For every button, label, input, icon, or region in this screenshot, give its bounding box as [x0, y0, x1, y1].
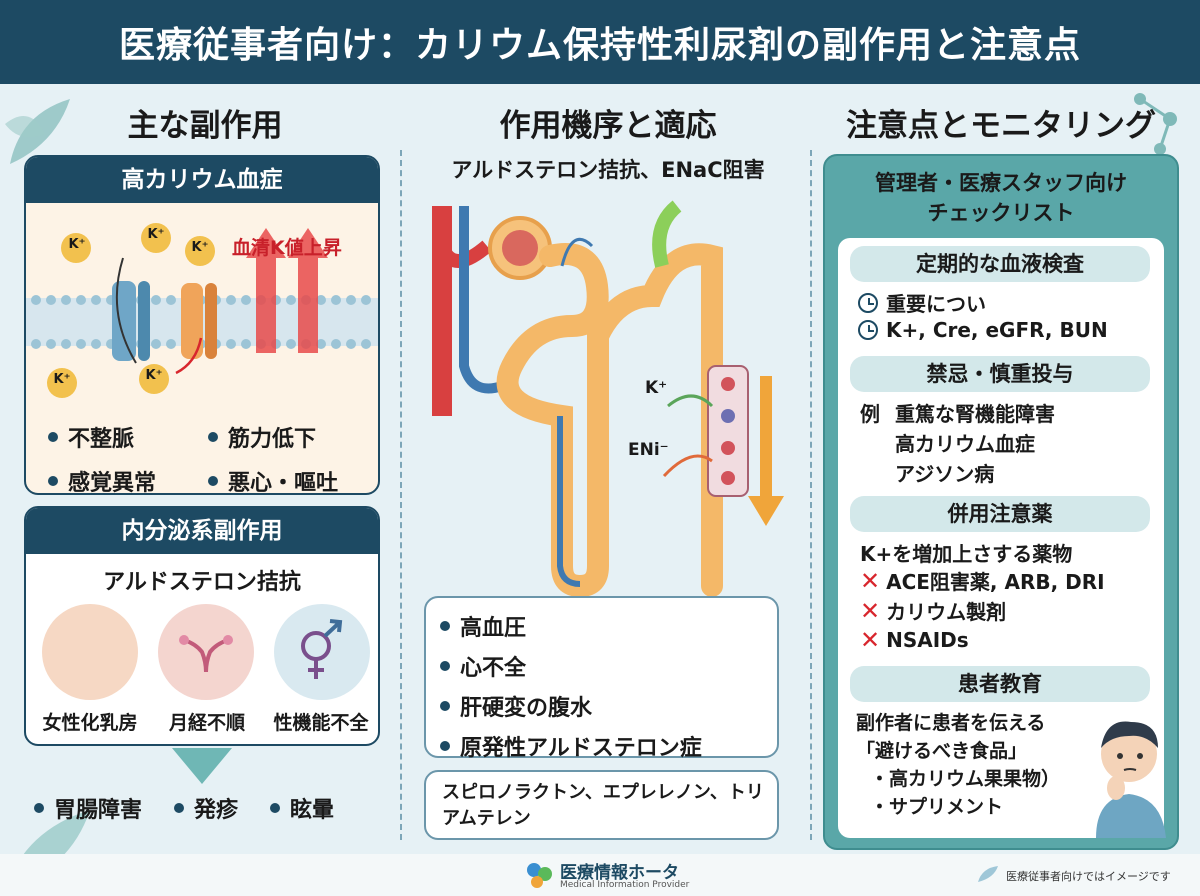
header-bar: 医療従事者向け：カリウム保持性利尿剤の副作用と注意点 — [0, 0, 1200, 84]
nephron-icon — [432, 200, 784, 598]
k-ion-label: K⁺ — [68, 237, 86, 252]
hyperkalemia-heading: 高カリウム血症 — [26, 157, 378, 203]
blood-test-heading: 定期的な血液検査 — [850, 246, 1150, 282]
k-ion-label: K⁺ — [645, 378, 668, 398]
icon-label: 女性化乳房 — [42, 712, 138, 734]
hyperkalemia-card: 高カリウム血症 K⁺ K⁺ K⁺ K⁺ K⁺ 血清K値上昇 不整脈 筋力低下 感… — [24, 155, 380, 495]
k-ion-label: K⁺ — [53, 372, 71, 387]
mechanism-label: アルドステロン拮抗、ENaC阻害 — [451, 158, 765, 182]
education-line: ・サプリメント — [870, 796, 1004, 818]
endocrine-heading: 内分泌系副作用 — [26, 508, 378, 554]
logo-icon — [527, 863, 552, 888]
list-item: 眩暈 — [270, 792, 334, 824]
endocrine-subheading: アルドステロン拮抗 — [103, 570, 301, 595]
down-arrow-icon — [172, 748, 232, 784]
list-item: 心不全 — [440, 650, 770, 682]
list-item: 発疹 — [174, 792, 238, 824]
concomitant-item: ✕NSAIDs — [860, 626, 969, 654]
education-heading: 患者教育 — [850, 666, 1150, 702]
list-item: 高血圧 — [440, 610, 770, 642]
left-column-title: 主な副作用 — [127, 108, 283, 144]
k-ion-label: K⁺ — [191, 240, 209, 255]
uterus-icon — [158, 604, 254, 700]
checklist-title: 管理者・医療スタッフ向け チェックリスト — [875, 171, 1127, 225]
education-line: 「避けるべき食品」 — [856, 740, 1028, 762]
indications-list: 高血圧 心不全 肝硬変の腹水 原発性アルドステロン症 — [440, 610, 770, 762]
contraindication-prefix: 例 — [860, 402, 880, 426]
leaf-decoration-icon — [5, 99, 70, 164]
clock-icon — [858, 320, 878, 340]
uterus-icon — [179, 635, 233, 673]
education-line: 副作者に患者を伝える — [856, 712, 1046, 734]
contraindication-item: 高カリウム血症 — [895, 432, 1035, 456]
list-item: 筋力低下 — [208, 421, 368, 453]
cell-membrane-icon — [26, 223, 378, 398]
footer-note: 医療従事者向けではイメージです — [1006, 870, 1171, 883]
list-item: 不整脈 — [48, 421, 208, 453]
cross-icon: ✕ — [860, 566, 881, 595]
blood-test-item: 重要につい — [858, 288, 986, 317]
indications-box: 高血圧 心不全 肝硬変の腹水 原発性アルドステロン症 — [424, 596, 779, 761]
gender-symbol-icon — [274, 604, 370, 700]
concomitant-item: ✕ACE阻害薬, ARB, DRI — [860, 566, 1105, 595]
icon-label: 性機能不全 — [273, 712, 369, 734]
drug-names: スピロノラクトン、エプレレノン、トリアムテレン — [442, 782, 764, 829]
k-ion-label: K⁺ — [147, 227, 165, 242]
clock-icon — [858, 292, 878, 313]
molecule-decoration-icon — [1134, 93, 1177, 155]
contraindication-item: アジソン病 — [895, 462, 995, 486]
serum-k-rise-label: 血清K値上昇 — [232, 237, 342, 259]
logo-name: 医療情報ホータ — [560, 863, 679, 883]
concomitant-intro: K+を増加上さする薬物 — [860, 542, 1073, 566]
footer-bar: 医療情報ホータ Medical Information Provider 医療従… — [0, 854, 1200, 896]
eni-label: ENi⁻ — [628, 440, 669, 460]
drugs-box: スピロノラクトン、エプレレノン、トリアムテレン — [424, 770, 779, 840]
other-effects-list: 胃腸障害 発疹 眩暈 — [34, 792, 394, 824]
center-column-title: 作用機序と適応 — [499, 108, 717, 144]
concomitant-heading: 併用注意薬 — [850, 496, 1150, 532]
k-ion-label: K⁺ — [145, 368, 163, 383]
thinking-person-icon — [1096, 721, 1166, 838]
cross-icon: ✕ — [860, 626, 881, 654]
endocrine-card: 内分泌系副作用 アルドステロン拮抗 女性化乳房 月経不順 性機能不全 — [24, 506, 380, 746]
contraindications-heading: 禁忌・慎重投与 — [850, 356, 1150, 392]
hyperkalemia-symptom-list: 不整脈 筋力低下 感覚異常 悪心・嘔吐 — [48, 421, 368, 493]
page-title: 医療従事者向け：カリウム保持性利尿剤の副作用と注意点 — [118, 25, 1081, 66]
list-item: 感覚異常 — [48, 465, 208, 493]
blood-test-item: K+, Cre, eGFR, BUN — [858, 318, 1108, 342]
list-item: 悪心・嘔吐 — [208, 465, 368, 493]
list-item: 胃腸障害 — [34, 792, 142, 824]
list-item: 肝硬変の腹水 — [440, 690, 770, 722]
logo-subtitle: Medical Information Provider — [560, 880, 690, 890]
education-line: ・高カリウム果果物） — [870, 768, 1061, 790]
divider-left — [400, 150, 402, 840]
divider-right — [810, 150, 812, 840]
concomitant-item: ✕カリウム製剤 — [860, 596, 1007, 625]
cross-icon: ✕ — [860, 596, 881, 625]
right-column-title: 注意点とモニタリング — [846, 108, 1156, 144]
gender-symbol-icon — [301, 619, 343, 679]
list-item: 原発性アルドステロン症 — [440, 730, 770, 762]
contraindication-item: 重篤な腎機能障害 — [895, 402, 1055, 426]
leaf-small-icon — [978, 866, 998, 882]
icon-label: 月経不順 — [168, 712, 245, 734]
male-chest-icon — [42, 604, 138, 700]
